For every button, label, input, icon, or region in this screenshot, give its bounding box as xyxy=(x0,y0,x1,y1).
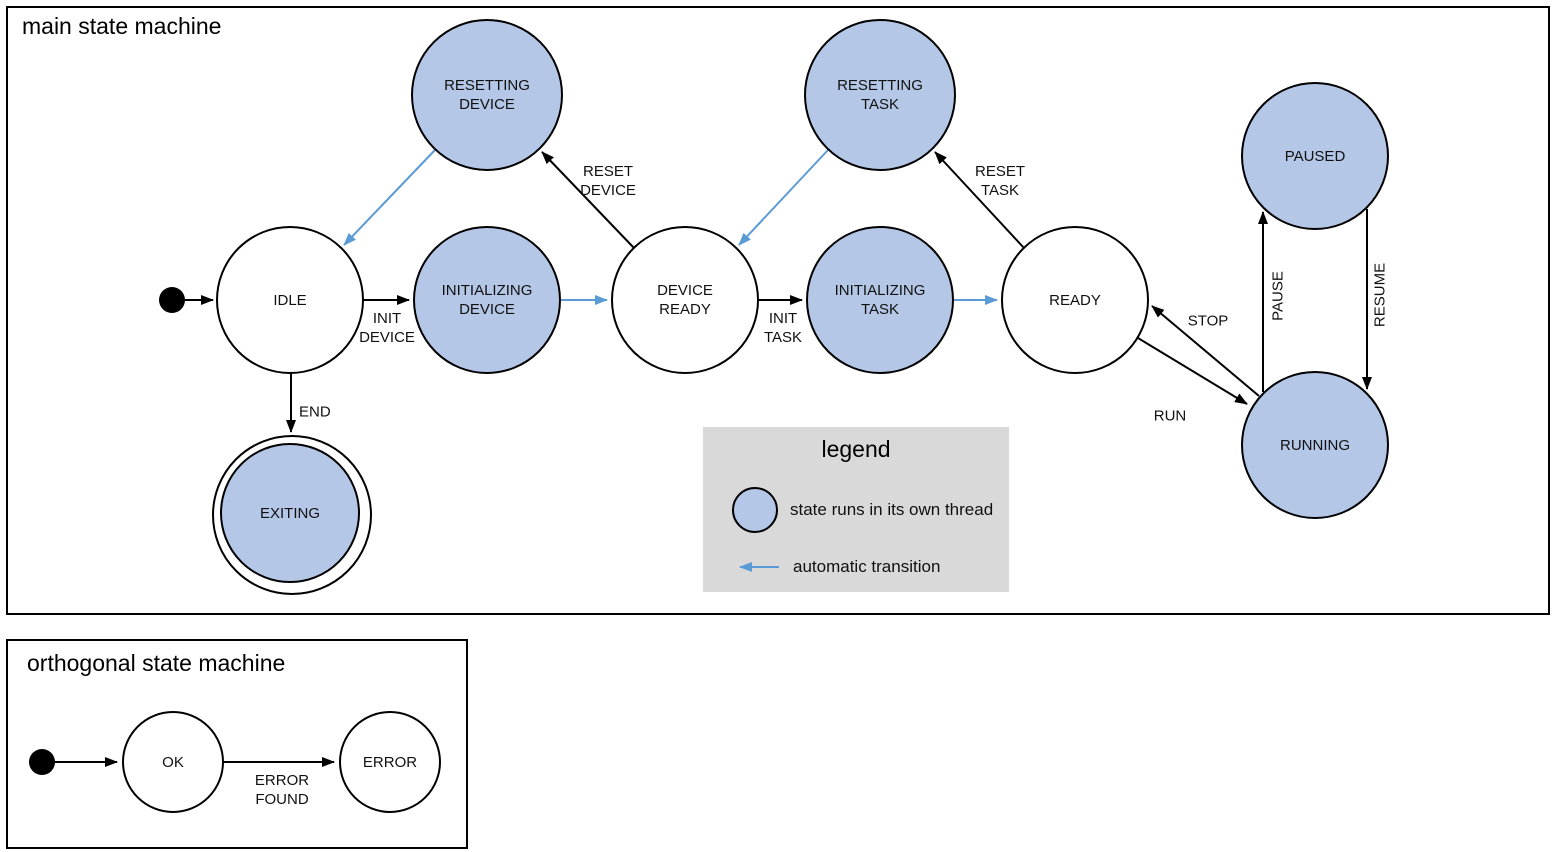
state-initializing-task: INITIALIZING TASK xyxy=(806,226,954,374)
transition-label-line: FOUND xyxy=(255,791,309,808)
transition-label-stop: STOP xyxy=(1187,312,1229,330)
state-label-line: DEVICE xyxy=(459,301,515,318)
state-label: INITIALIZING DEVICE xyxy=(442,281,533,319)
state-running: RUNNING xyxy=(1241,371,1389,519)
transition-label-reset-task: RESET TASK xyxy=(975,162,1025,200)
state-label-line: TASK xyxy=(860,96,900,113)
state-idle: IDLE xyxy=(216,226,364,374)
transition-label-run: RUN xyxy=(1153,407,1187,425)
transition-run xyxy=(1137,337,1248,405)
state-label: EXITING xyxy=(259,504,320,522)
transition-label-line: DEVICE xyxy=(359,329,415,346)
transition-label-line: INIT xyxy=(372,310,402,327)
transition-reset-device xyxy=(541,151,635,249)
transition-label-line: RESET xyxy=(974,163,1026,180)
transition-label-line: RESET xyxy=(582,163,634,180)
state-exiting-inner-circle: EXITING xyxy=(220,443,360,583)
state-label: DEVICE READY xyxy=(657,281,713,319)
transition-label-init-device: INIT DEVICE xyxy=(359,309,415,347)
state-label: IDLE xyxy=(273,291,307,309)
state-ok: OK xyxy=(122,711,224,813)
state-paused: PAUSED xyxy=(1241,82,1389,230)
transition-label-resume: RESUME xyxy=(1371,262,1389,328)
orthogonal-machine-title: orthogonal state machine xyxy=(27,650,286,676)
legend-automatic-transition-label: automatic transition xyxy=(793,557,941,576)
state-label-line: READY xyxy=(659,301,711,318)
state-exiting-final: EXITING xyxy=(212,435,372,595)
transition-label-reset-device: RESET DEVICE xyxy=(580,162,636,200)
legend-title: legend xyxy=(821,436,891,462)
main-machine-frame xyxy=(6,6,1550,615)
transition-label-line: INIT xyxy=(768,310,798,327)
state-resetting-device: RESETTING DEVICE xyxy=(411,19,563,171)
transition-label-pause: PAUSE xyxy=(1269,271,1287,321)
ortho-initial-state-dot xyxy=(29,749,55,775)
orthogonal-machine-frame xyxy=(6,639,468,849)
state-label-line: INITIALIZING xyxy=(441,282,533,299)
state-label: OK xyxy=(162,753,184,771)
state-label-line: RESETTING xyxy=(444,77,530,94)
state-error: ERROR xyxy=(339,711,441,813)
transition-label-line: TASK xyxy=(763,329,803,346)
state-initializing-device: INITIALIZING DEVICE xyxy=(413,226,561,374)
transition-label-line: DEVICE xyxy=(580,182,636,199)
state-label: PAUSED xyxy=(1284,147,1346,165)
transition-reset-task xyxy=(934,151,1025,249)
transition-label-line: ERROR xyxy=(254,772,310,789)
legend-threaded-state-icon xyxy=(732,487,778,533)
state-device-ready: DEVICE READY xyxy=(611,226,759,374)
state-label: RUNNING xyxy=(1280,436,1350,454)
state-label-line: INITIALIZING xyxy=(834,282,926,299)
state-label-line: DEVICE xyxy=(459,96,515,113)
transition-label-init-task: INIT TASK xyxy=(764,309,802,347)
state-label-line: TASK xyxy=(860,301,900,318)
state-label-line: DEVICE xyxy=(657,282,713,299)
state-label: READY xyxy=(1049,291,1101,309)
transition-stop xyxy=(1151,305,1260,397)
state-label: ERROR xyxy=(362,753,418,771)
state-label: INITIALIZING TASK xyxy=(835,281,926,319)
main-machine-title: main state machine xyxy=(22,13,222,39)
transition-label-line: TASK xyxy=(980,182,1020,199)
state-label: RESETTING TASK xyxy=(837,76,923,114)
auto-transition-resetdev-to-idle xyxy=(343,149,436,246)
transition-label-end: END xyxy=(299,403,331,421)
state-resetting-task: RESETTING TASK xyxy=(804,19,956,171)
auto-transition-resettask-to-deviceready xyxy=(738,149,829,246)
state-label: RESETTING DEVICE xyxy=(444,76,530,114)
state-label-line: RESETTING xyxy=(837,77,923,94)
initial-state-dot xyxy=(159,287,185,313)
transition-label-error-found: ERROR FOUND xyxy=(255,771,309,809)
legend-threaded-state-label: state runs in its own thread xyxy=(790,500,994,519)
state-ready: READY xyxy=(1001,226,1149,374)
